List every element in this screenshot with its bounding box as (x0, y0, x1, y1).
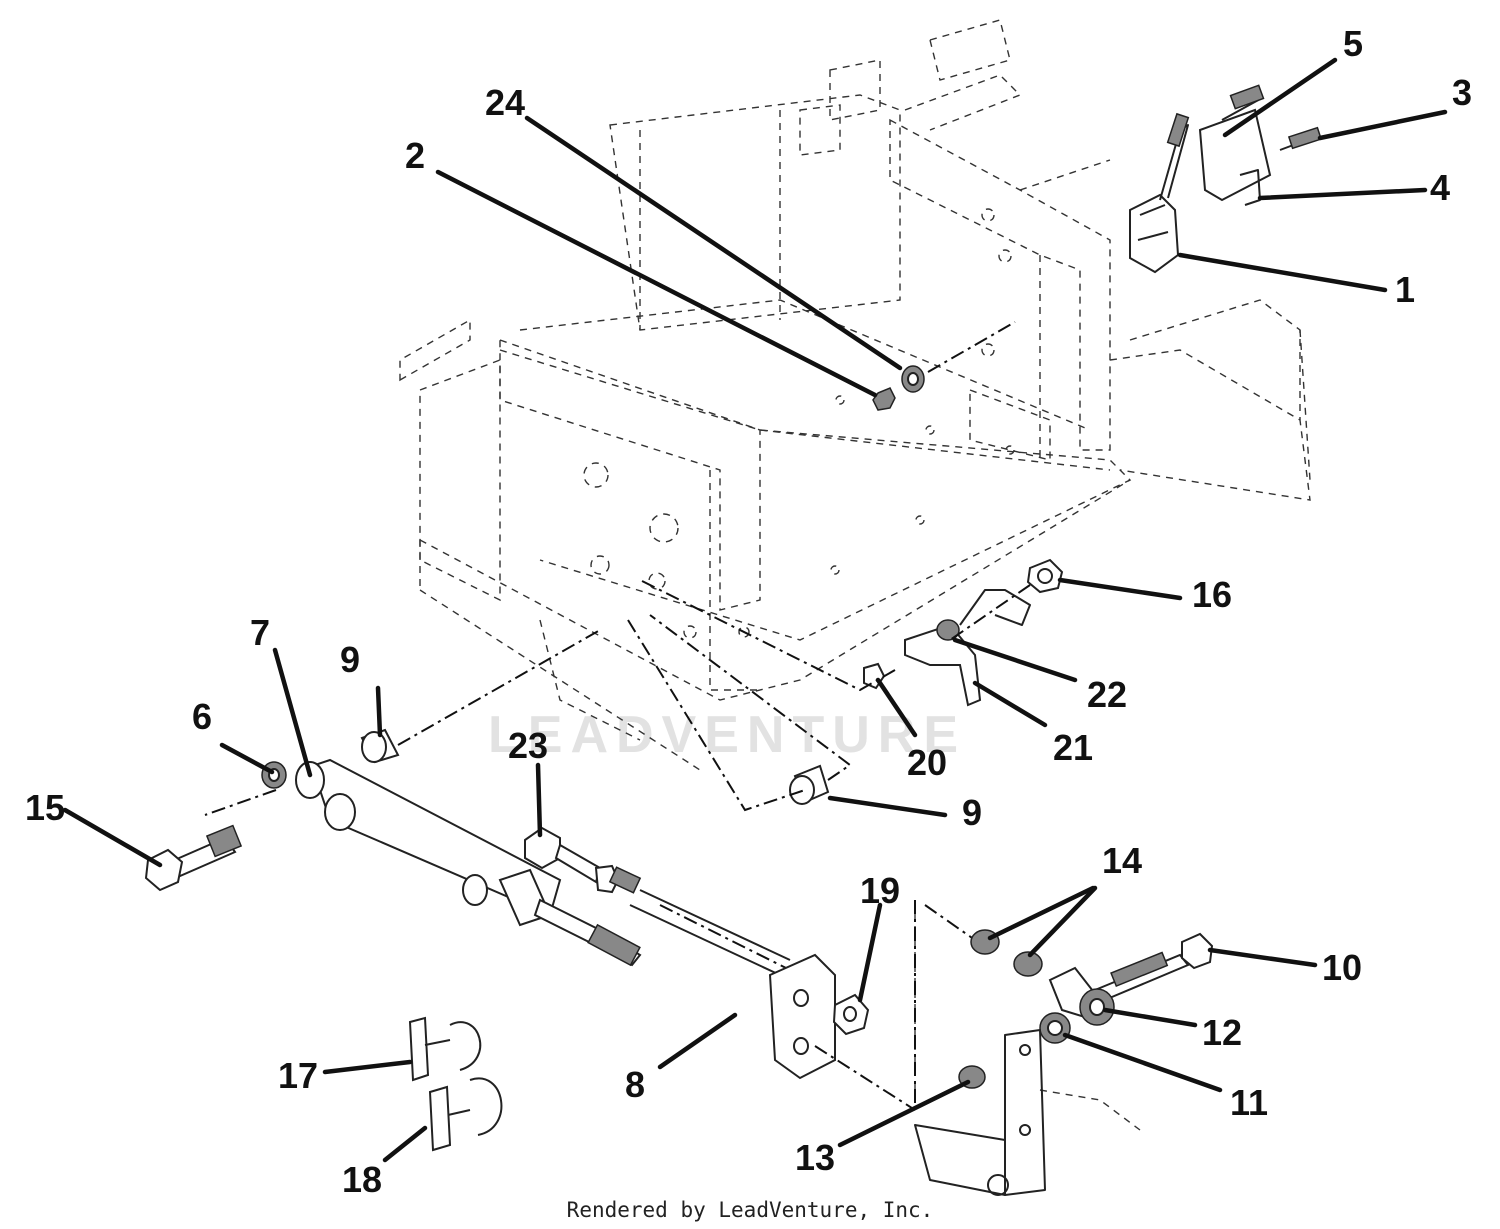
callout-23: 23 (508, 725, 548, 766)
callout-4: 4 (1430, 167, 1450, 208)
arm-assembly (639, 558, 1064, 707)
watermark: LEADVENTURE (488, 706, 966, 764)
callout-labels: 1 2 3 4 5 6 7 8 9 9 10 11 12 13 14 15 16… (25, 23, 1472, 1200)
cylinder-assembly (144, 614, 852, 967)
bracket-assembly (914, 900, 1214, 1196)
callout-6: 6 (192, 696, 212, 737)
callout-21: 21 (1053, 727, 1093, 768)
callout-15: 15 (25, 787, 65, 828)
retainer-clips (408, 1016, 503, 1152)
callout-11: 11 (1230, 1082, 1268, 1123)
callout-16: 16 (1192, 574, 1232, 615)
callout-2: 2 (405, 135, 425, 176)
switch-assembly (1129, 84, 1323, 274)
callout-9-lower: 9 (962, 792, 982, 833)
callout-18: 18 (342, 1159, 382, 1200)
callout-8: 8 (625, 1064, 645, 1105)
bearing-and-nut (872, 321, 1016, 411)
callout-7: 7 (250, 612, 270, 653)
callout-9-upper: 9 (340, 639, 360, 680)
leader-lines (62, 57, 1448, 1163)
callout-3: 3 (1452, 72, 1472, 113)
callout-5: 5 (1343, 23, 1363, 64)
callout-13: 13 (795, 1137, 835, 1178)
callout-24: 24 (485, 82, 525, 123)
callout-1: 1 (1395, 269, 1415, 310)
callout-22: 22 (1087, 674, 1127, 715)
callout-20: 20 (907, 742, 947, 783)
callout-17: 17 (278, 1055, 318, 1096)
link-assembly (524, 826, 916, 1111)
callout-19: 19 (860, 870, 900, 911)
callout-12: 12 (1202, 1012, 1242, 1053)
callout-14: 14 (1102, 840, 1142, 881)
callout-10: 10 (1322, 947, 1362, 988)
render-credit: Rendered by LeadVenture, Inc. (567, 1198, 934, 1222)
